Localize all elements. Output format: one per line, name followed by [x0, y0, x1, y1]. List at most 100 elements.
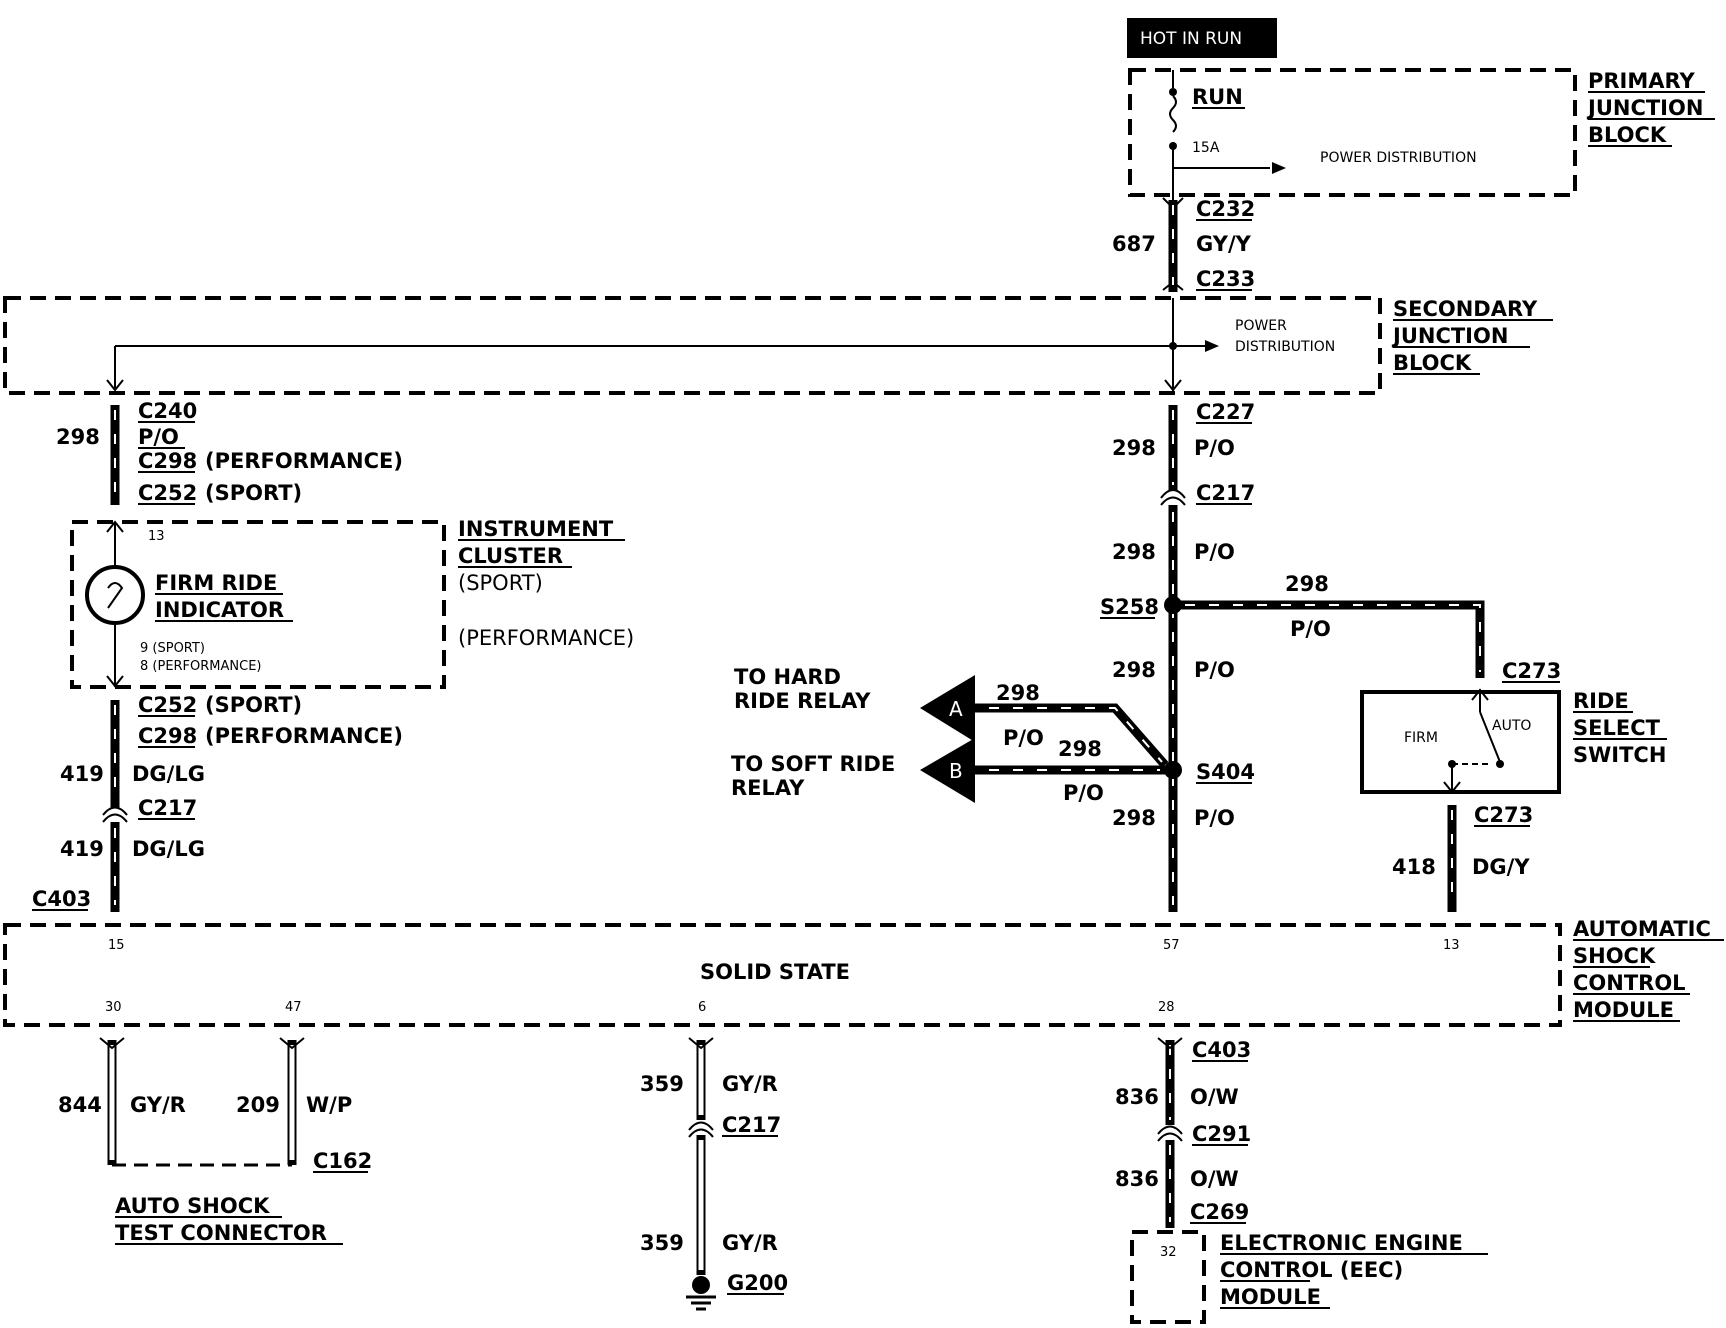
circuit-298-hard: 298: [996, 681, 1040, 705]
run-label: RUN: [1192, 85, 1243, 109]
svg-text:JUNCTION: JUNCTION: [1586, 96, 1703, 120]
s404-label: S404: [1196, 760, 1255, 784]
circuit-359-b: 359: [640, 1231, 684, 1255]
svg-text:BLOCK: BLOCK: [1393, 351, 1472, 375]
solid-state-label: SOLID STATE: [700, 960, 850, 984]
svg-text:CONTROL: CONTROL: [1573, 971, 1686, 995]
circuit-298-switch: 298: [1285, 572, 1329, 596]
instrument-cluster-title: INSTRUMENT CLUSTER: [458, 517, 625, 568]
svg-text:BLOCK: BLOCK: [1588, 123, 1667, 147]
connector-a-arrow: [920, 675, 975, 742]
c298-label: C298: [138, 449, 197, 473]
switch-auto: AUTO: [1492, 718, 1531, 734]
connector-b-label: B: [949, 759, 963, 783]
to-hard-ride-relay-2: RIDE RELAY: [734, 689, 871, 713]
automatic-shock-control-module: [3, 923, 1562, 1027]
c252-sport-lower: C252: [138, 693, 197, 717]
c403-left: C403: [32, 887, 91, 911]
c217-left: C217: [138, 796, 197, 820]
module-pin-6: 6: [698, 1000, 706, 1015]
c240-label: C240: [138, 399, 197, 423]
svg-text:ELECTRONIC ENGINE: ELECTRONIC ENGINE: [1220, 1231, 1463, 1255]
wire-color-po-center-1: P/O: [1194, 436, 1235, 460]
c403-bottom: C403: [1192, 1038, 1251, 1062]
wire-color-po-switch: P/O: [1290, 617, 1331, 641]
primary-power-distribution: POWER DISTRIBUTION: [1320, 150, 1477, 166]
module-pin-57: 57: [1163, 938, 1180, 953]
c233-label: C233: [1196, 267, 1255, 291]
sport-label-2: (SPORT): [205, 693, 302, 717]
eec-module: [1130, 1230, 1206, 1324]
wire-color-gyr-359-a: GY/R: [722, 1072, 778, 1096]
svg-text:PRIMARY: PRIMARY: [1588, 69, 1696, 93]
auto-shock-test-connector-2: TEST CONNECTOR: [115, 1221, 327, 1245]
fuse-rating: 15A: [1192, 140, 1220, 156]
eec-pin-32: 32: [1160, 1245, 1177, 1260]
c291-label: C291: [1192, 1122, 1251, 1146]
circuit-418: 418: [1392, 855, 1436, 879]
wire-color-ow-b: O/W: [1190, 1167, 1239, 1191]
c298-performance-lower: C298: [138, 724, 197, 748]
c162-label: C162: [313, 1149, 372, 1173]
module-pin-47: 47: [285, 1000, 302, 1015]
circuit-359-a: 359: [640, 1072, 684, 1096]
secondary-power-bus: [106, 298, 1219, 392]
wire-color-dgy: DG/Y: [1472, 855, 1530, 879]
connector-b-arrow: [920, 738, 975, 803]
circuit-298-center-1: 298: [1112, 436, 1156, 460]
circuit-836-b: 836: [1115, 1167, 1159, 1191]
switch-contact-icon: [1443, 688, 1504, 794]
circuit-298-center-3: 298: [1112, 658, 1156, 682]
svg-text:RIDE: RIDE: [1573, 689, 1629, 713]
wire-color-po-hard: P/O: [1003, 726, 1044, 750]
circuit-298-soft: 298: [1058, 737, 1102, 761]
circuit-209: 209: [236, 1093, 280, 1117]
c273-bottom: C273: [1474, 803, 1533, 827]
wire-color-gyr-359-b: GY/R: [722, 1231, 778, 1255]
svg-text:MODULE: MODULE: [1220, 1285, 1321, 1309]
to-hard-ride-relay-1: TO HARD: [734, 665, 841, 689]
c252-label: C252: [138, 481, 197, 505]
svg-text:SECONDARY: SECONDARY: [1393, 297, 1538, 321]
svg-text:AUTOMATIC: AUTOMATIC: [1573, 917, 1711, 941]
svg-text:CLUSTER: CLUSTER: [458, 544, 563, 568]
connector-a-label: A: [949, 697, 963, 721]
circuit-419-b: 419: [60, 837, 104, 861]
circuit-298-center-2: 298: [1112, 540, 1156, 564]
g200-label: G200: [727, 1271, 788, 1295]
svg-text:MODULE: MODULE: [1573, 998, 1674, 1022]
s258-label: S258: [1100, 595, 1159, 619]
wire-color-wp: W/P: [306, 1093, 352, 1117]
secondary-junction-title: SECONDARY JUNCTION BLOCK: [1391, 297, 1553, 375]
wire-color-po-left: P/O: [138, 425, 179, 449]
ride-select-switch: [1360, 690, 1561, 794]
module-pin-15: 15: [108, 938, 125, 953]
wire-color-dglg-a: DG/LG: [132, 762, 205, 786]
wire-color-ow-a: O/W: [1190, 1085, 1239, 1109]
wire-color-dglg-b: DG/LG: [132, 837, 205, 861]
circuit-844: 844: [58, 1093, 102, 1117]
primary-junction-block: [1128, 68, 1577, 197]
run-fuse: [1169, 70, 1177, 200]
circuit-298-center-4: 298: [1112, 806, 1156, 830]
svg-text:SHOCK: SHOCK: [1573, 944, 1656, 968]
c217-center: C217: [1196, 481, 1255, 505]
firm-ride-indicator-2: INDICATOR: [155, 598, 284, 622]
c232-label: C232: [1196, 197, 1255, 221]
pin-8-performance: 8 (PERFORMANCE): [140, 659, 262, 674]
circuit-419-a: 419: [60, 762, 104, 786]
firm-ride-indicator-1: FIRM RIDE: [155, 571, 277, 595]
wire-color-gyy: GY/Y: [1196, 232, 1252, 256]
cluster-performance: (PERFORMANCE): [458, 626, 634, 650]
to-soft-ride-relay-2: RELAY: [731, 776, 805, 800]
eec-module-title: ELECTRONIC ENGINE CONTROL (EEC) MODULE: [1220, 1231, 1488, 1309]
svg-text:SELECT: SELECT: [1573, 716, 1661, 740]
module-title: AUTOMATIC SHOCK CONTROL MODULE: [1573, 917, 1724, 1022]
secondary-power-distribution-2: DISTRIBUTION: [1235, 339, 1335, 355]
ride-select-switch-title: RIDE SELECT SWITCH: [1573, 689, 1667, 767]
secondary-junction-block: [3, 296, 1382, 395]
secondary-power-distribution-1: POWER: [1235, 318, 1287, 334]
circuit-298-left: 298: [56, 425, 100, 449]
primary-junction-title: PRIMARY JUNCTION BLOCK: [1586, 69, 1715, 147]
